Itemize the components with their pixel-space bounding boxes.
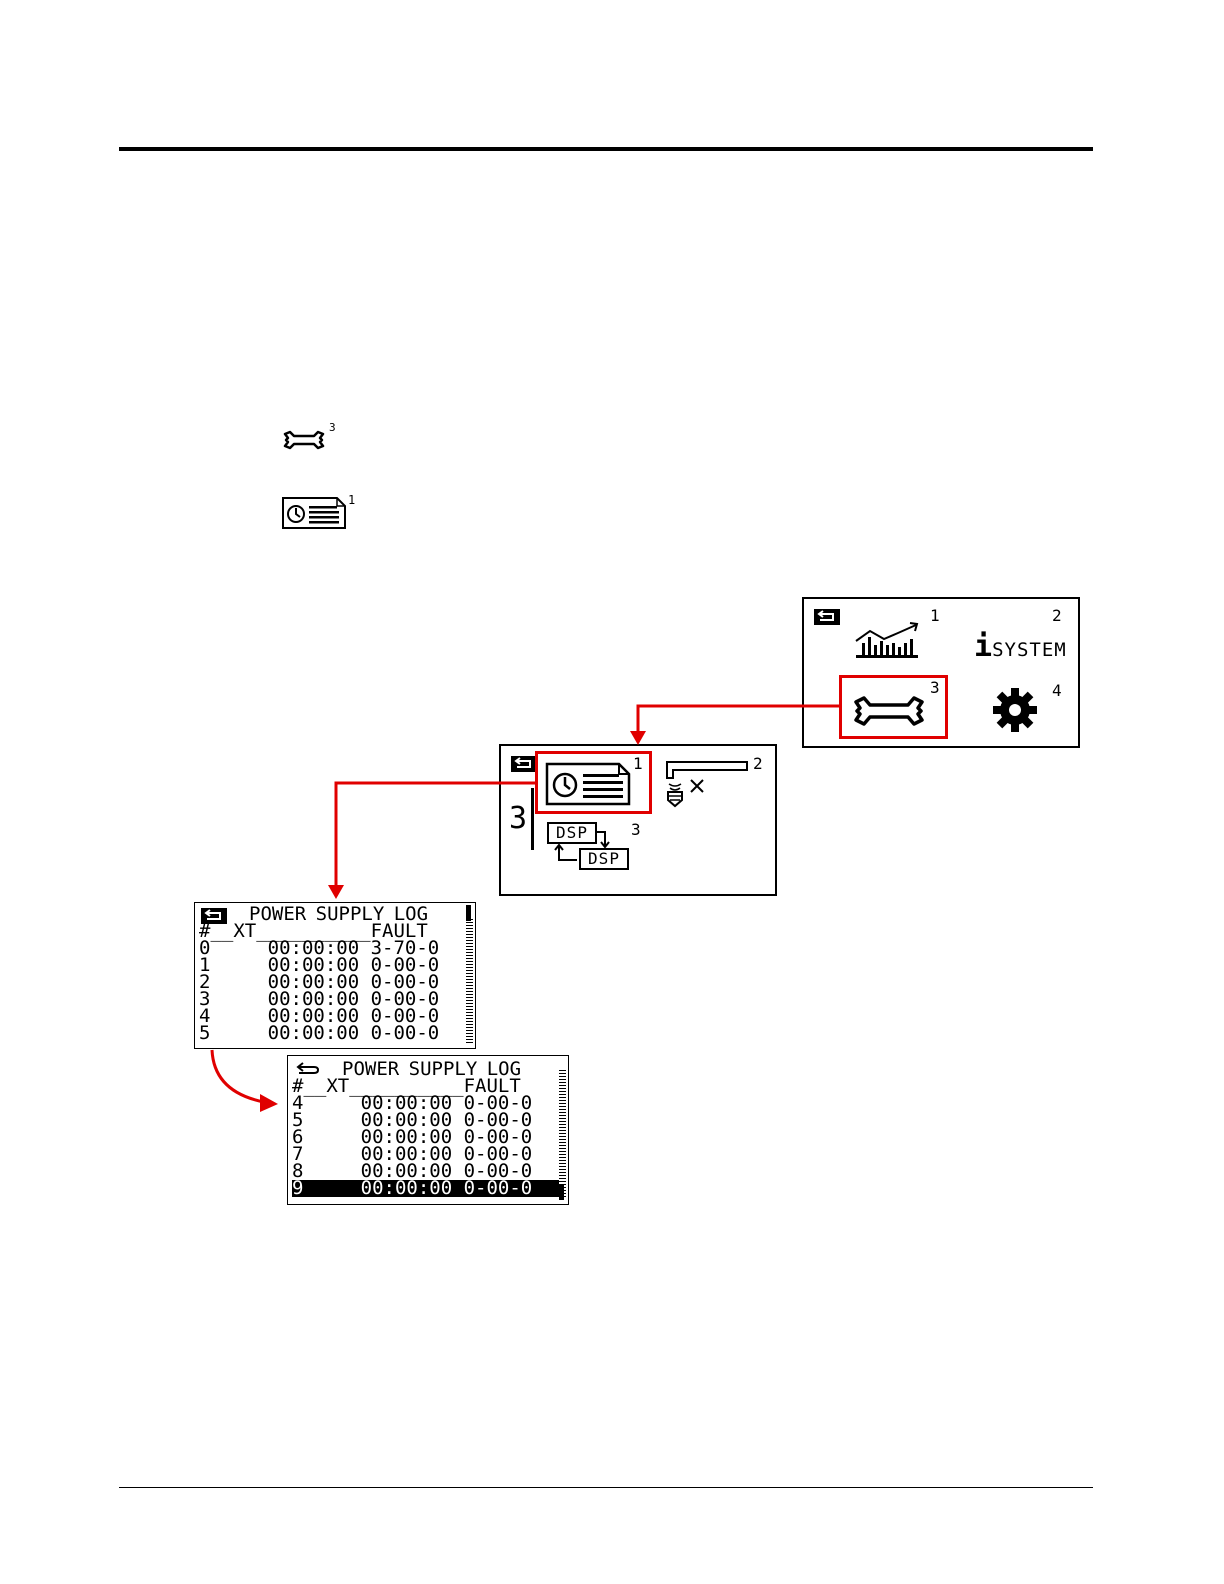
wrench-highlight [839,675,948,739]
dsp-transfer-icon[interactable]: DSP DSP [545,820,645,872]
wrench-icon [283,430,325,450]
log-row[interactable]: 4 00:00:00 0-00-0 [292,1092,533,1114]
scrollbar[interactable] [559,1070,566,1198]
back-icon[interactable] [511,756,537,772]
log-title: POWER SUPPLY LOG [342,1058,522,1080]
scroll-thumb[interactable] [466,905,471,921]
back-icon[interactable] [814,609,840,625]
menu-item-2-number: 2 [1052,606,1062,625]
menu-item-3-number: 3 [930,678,940,697]
legend-log [282,497,346,529]
bottom-rule [119,1487,1093,1488]
log-row[interactable]: 6 00:00:00 0-00-0 [292,1126,533,1148]
scroll-thumb[interactable] [559,1184,564,1200]
log-row[interactable]: 5 00:00:00 0-00-0 [292,1109,533,1131]
scroll-arrow [210,1049,278,1112]
sensor-bar-icon[interactable] [665,760,751,812]
log-row-selected[interactable]: 9 00:00:00 0-00-0 [292,1179,560,1198]
log-header: #__XT__________FAULT [199,920,428,942]
log-title: POWER SUPPLY LOG [249,903,429,925]
sub-item-3-number: 3 [631,820,641,839]
wrench-icon[interactable] [852,693,928,729]
back-icon[interactable] [201,908,227,924]
sub-item-1-number: 1 [633,754,643,773]
maintenance-menu-screen: 3 1 2 DSP DSP 3 [499,744,777,896]
power-supply-log-screen-2: POWER SUPPLY LOG #__XT__________FAULT 4 … [287,1055,569,1205]
event-log-icon [282,497,346,529]
transfer-arrows [554,831,610,861]
log-row[interactable]: 2 00:00:00 0-00-0 [199,971,440,993]
legend-wrench-number: 3 [329,421,336,434]
isystem-i: i [974,629,993,664]
log-row[interactable]: 0 00:00:00 3-70-0 [199,937,440,959]
scrollbar[interactable] [466,919,473,1043]
sub-item-2-number: 2 [753,754,763,773]
event-log-icon[interactable] [545,762,631,806]
dsp-box-a: DSP [547,822,597,844]
side-number: 3 [509,801,528,836]
log-highlight [535,751,652,814]
legend-wrench [282,428,330,452]
main-menu-screen: 1 2 iSYSTEM 3 4 [802,597,1080,748]
gear-icon[interactable] [992,687,1038,733]
back-arrow-icon[interactable] [294,1062,320,1078]
menu-item-4-number: 4 [1052,681,1062,700]
log-row[interactable]: 7 00:00:00 0-00-0 [292,1143,533,1165]
trend-chart-icon[interactable] [854,621,922,661]
log-row[interactable]: 8 00:00:00 0-00-0 [292,1160,533,1182]
arrow-wrench-to-log-menu [630,704,839,745]
isystem-label[interactable]: iSYSTEM [974,629,1067,664]
isystem-text: SYSTEM [992,639,1067,661]
menu-item-1-number: 1 [930,606,940,625]
legend-log-number: 1 [348,493,356,507]
log-row[interactable]: 5 00:00:00 0-00-0 [199,1022,440,1044]
side-divider [531,788,534,850]
power-supply-log-screen-1: POWER SUPPLY LOG #__XT__________FAULT 0 … [194,902,476,1049]
log-header: #__XT__________FAULT [292,1075,521,1097]
log-row[interactable]: 4 00:00:00 0-00-0 [199,1005,440,1027]
log-row[interactable]: 1 00:00:00 0-00-0 [199,954,440,976]
top-rule [119,147,1093,151]
arrow-log-menu-to-log-screen [328,781,535,899]
log-row[interactable]: 3 00:00:00 0-00-0 [199,988,440,1010]
dsp-box-b: DSP [579,848,629,870]
